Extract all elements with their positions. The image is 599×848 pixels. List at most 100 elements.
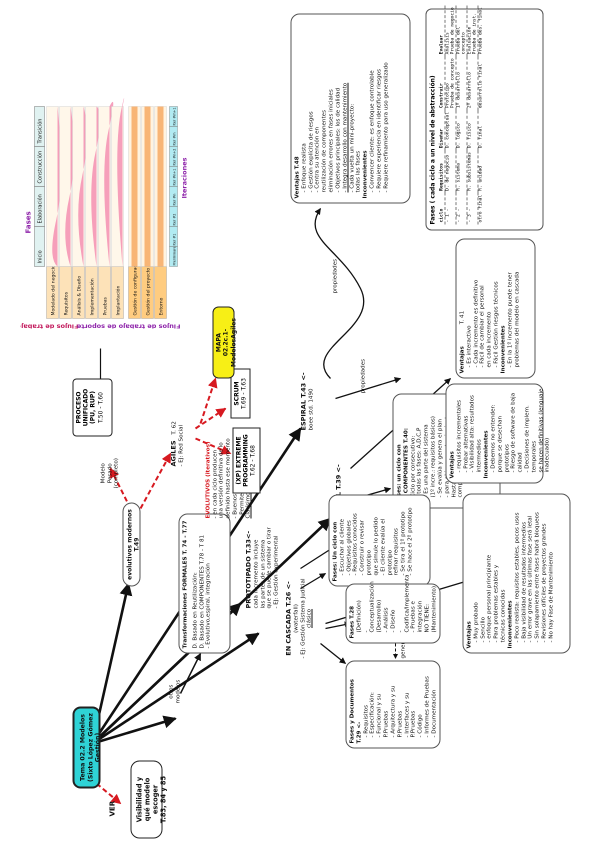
rup-iteration-label: Iter #m [172,131,176,145]
rup-phases-title: Fases [24,211,32,233]
incremental-fase-3: - todas las fases: A,D,C,P [416,427,423,497]
line-evol-agiles [139,452,171,509]
cascada-ventajas-title: Ventajas [466,620,472,648]
phase-table-cell [461,56,467,110]
cascada-ventaja-2: - Sencillo [479,616,486,643]
prototipado-fase-4: - Construir o revisar prototipo [359,519,373,575]
line-otros-formal [179,652,201,694]
fases-t28-10: (Mantenimiento) [430,585,437,632]
prototipado-ventaja-1: - requisitos incrementales [455,399,462,472]
fases-doc-3: - Funcional y su P.Pruebas [376,693,390,737]
incremental-fase-1: - COMPONENTES T.40: [402,427,409,497]
rup-phase-label: Elaboración [36,194,43,223]
rup-support-label: Entorno [158,297,164,315]
evolutivos-box[interactable]: evolutivos modernos T.49 [122,502,140,586]
incremental-ventaja-5: - Fácil Gestión riesgos técnicos [493,280,500,367]
rup-phase-label: Transición [36,118,43,144]
cascada-title: EN CASCADA T.26 <- [284,580,292,656]
incremental-fase-4: - Es una parte del sistema [423,423,430,497]
incremental-fases-title: Fases: un ciclo con [396,443,402,503]
phase-table-cell [461,110,467,150]
fases-t28-6: - Codifica/Implementa [396,573,410,632]
visibility-line-1: Visibilidad y [135,776,143,822]
phase-table-cell: Prueba del [455,4,462,56]
rup-row-label: Implementación [88,278,95,315]
agiles-pages: T. 62 [171,420,177,435]
cascada-con-3: - Un error grave en las últimas fase ser… [527,515,534,642]
espiral-ventaja-1: - Enfoque realista [300,142,307,192]
pesado-line-2: Pesado [106,462,113,483]
fases-t28-2: - Conceptualización [362,580,376,632]
mapa-box[interactable]: MAPA 02.2c.1-ModelosAgiles [212,306,237,378]
prototipado-con-5: se hacen definitivas (lenguaje inadecuad… [537,388,551,472]
phase-table-cell: D. lógico [455,109,462,150]
cascada-con-2: - Baja visibilidad de resultados interme… [520,521,527,642]
prototipado-fase-8: - Se tira el 1º prototipo [400,510,407,575]
rup-iteration-label: Iter #n+1 [172,168,176,185]
phase-table-cell: Evaluación [466,4,473,56]
espiral-title: ESPIRAL T.43 <- [299,371,307,430]
rup-row-curve [77,106,87,266]
rup-iteration-label: Iter #n [172,193,176,205]
formal-line-1: D. Basado en Reutilización: [191,571,198,648]
prototipado-fase-1: - Escuchar al cliente [338,518,345,575]
phase-table-row: Prueba de concepto Prueba de negocio [450,5,456,224]
rup-box[interactable]: PROCESO UNIFICADO (PU, RUP) T.50 - T.60 [72,378,112,436]
phase-table-cell [450,110,456,150]
xp-box[interactable]: (XP) EXTREME PROGRAMMING T.62 - T.68 [232,427,260,493]
fases-t28-box: Fases T.28 (Definición) - Conceptualizac… [345,573,440,643]
prototipado-fases-box: Fases: Un ciclo con - Escuchar al client… [328,494,430,586]
fases-t28-1: (Definición) [355,599,362,632]
pesado-line-3: (completo) [113,457,120,488]
fases-doc-5: - Interfaces y su P.Pruebas [403,691,417,737]
cascada-block[interactable]: EN CASCADA T.26 <- (waterfall) - EJ: Ges… [284,573,313,663]
phase-table-row: concepto [461,5,467,224]
phase-table-cell: 2º desarrollo [466,55,473,110]
mapa-line-2: 02.2c.1-ModelosAgiles [222,317,237,367]
rup-row-label: Pruebas [102,296,108,315]
phase-table-cell: Prueba de concepto [450,57,456,108]
phase-table-cell: Construir [439,82,444,108]
prototipado-fase-2: - Objetivos globales [345,519,352,575]
rup-row-curve [90,106,100,266]
prototipado-fase-6: - El cliente evalúa el prototipo [379,518,393,575]
incremental-ventajas-box: Ventajas T. 41 - Es interactivo - Cada i… [455,238,535,378]
incremental-ventajas-title: Ventajas T. 41 [459,243,466,373]
rup-phase-label: Construcción [36,150,43,183]
visibility-box[interactable]: Visibilidad y qué modelo escoger T.83, 8… [130,760,167,838]
espiral-block[interactable]: ESPIRAL T.43 <- boee std. 1490 [299,371,315,430]
incremental-ventajas-pages: T. 41 [459,310,465,324]
fases-t28-7: - Pruebas e [410,600,417,632]
scrum-line-1: SCRUM [233,380,240,406]
espiral-ventaja-5: eliminación errores en fases iniciales [328,88,335,192]
fases-documentos-box: Fases y Documentos T.29 <- - Requisitos … [345,660,440,748]
rup-row-curve [51,106,61,266]
espiral-sub: boee std. 1490 [307,387,314,430]
espiral-ventaja-6: - Objetivos principales: los de calidad [334,87,341,192]
prototipado-cons-title: Inconvenientes [483,429,490,478]
rup-iteration-label: Preliminares [172,244,176,265]
phase-table-cell: Evaluar [439,34,444,54]
phase-table-cell [450,192,456,224]
formal-box: Transformaciones FORMALES T. 74 - T.77 D… [178,513,230,653]
rup-line-2: UNIFICADO [82,388,90,426]
fases-t28-9: NO TIENE: [423,603,430,632]
line-title-otros [91,715,177,745]
rup-iterations-title: Iteraciones [180,157,188,198]
phase-table-cell: D. final [477,109,484,150]
otros-label-2: modelos [174,679,181,703]
phase-table-cell: D. de negocio [444,149,451,193]
phase-table-cell: Prueba de negocio [450,6,456,54]
fases-doc-1: - Requisitos [362,704,369,737]
phase-table-cell: - 1 - [444,192,451,224]
rup-iteration-label: Iter #m+1 [172,107,176,125]
espiral-cons-title: Inconvenientes [362,149,369,198]
espiral-ventaja-9: todas las fases [355,150,362,192]
fases-documentos-title: Fases y Documentos T.29 <- [349,678,362,744]
prototipado-block[interactable]: PROTOTIPADO T.33<- cada incremento inclu… [244,513,280,608]
